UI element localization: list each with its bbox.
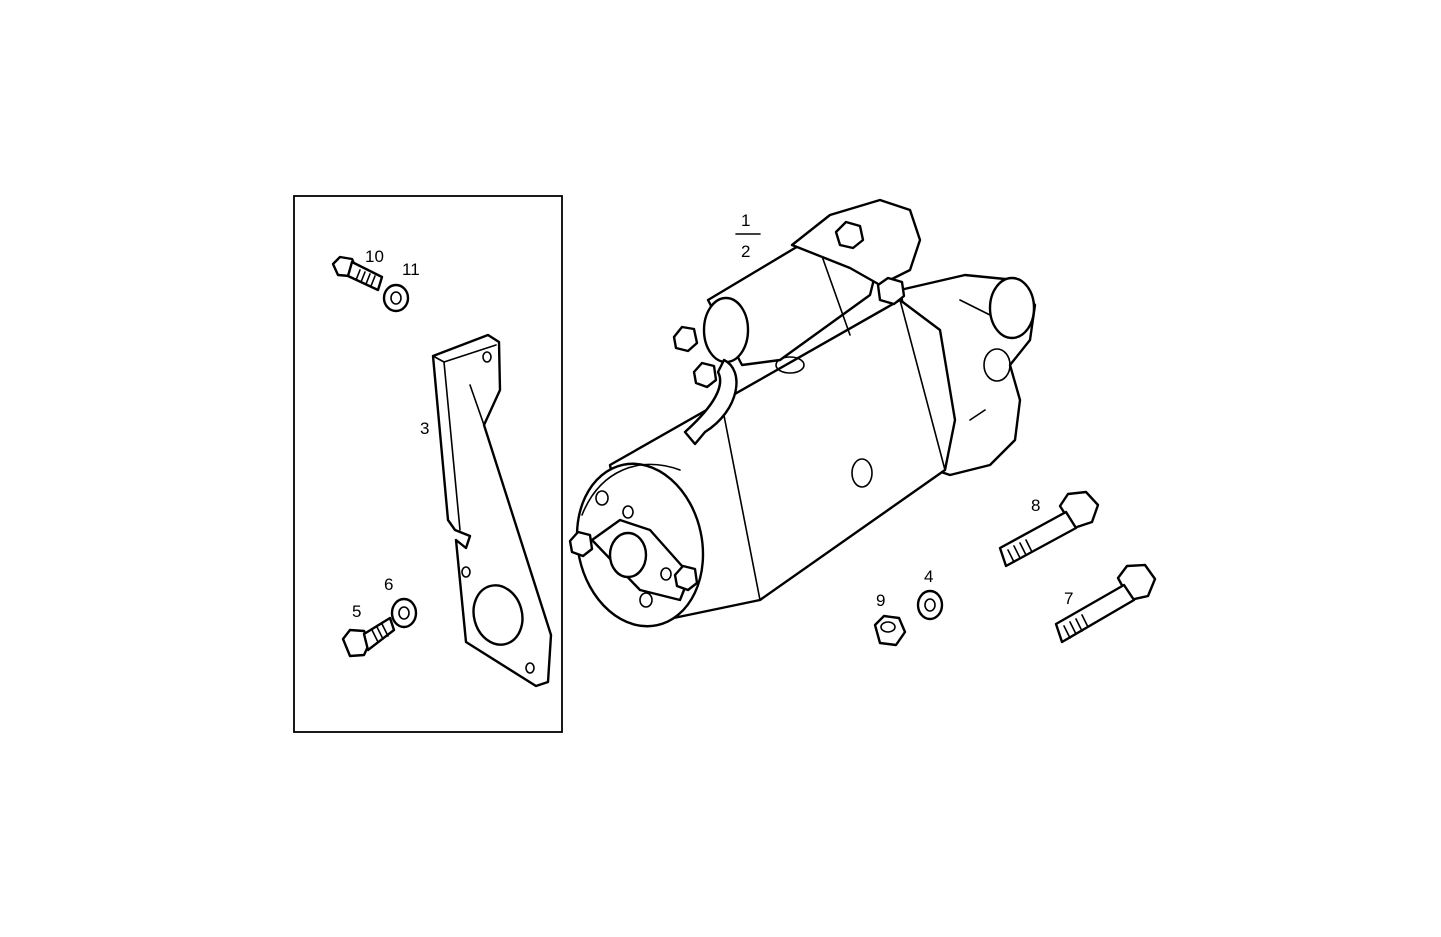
washer-part-4 [916, 589, 944, 621]
bolt-part-10 [331, 255, 384, 292]
callout-8: 8 [1031, 496, 1040, 515]
callout-7: 7 [1064, 589, 1073, 608]
nut-part-9 [873, 614, 907, 647]
bolt-part-8 [998, 490, 1100, 568]
bolt-part-5 [341, 616, 396, 658]
washer-part-11 [382, 283, 410, 313]
washer-part-6 [390, 597, 418, 629]
callout-10: 10 [365, 247, 384, 266]
callout-1: 1 [741, 211, 750, 230]
callout-9: 9 [876, 591, 885, 610]
callout-11: 11 [402, 260, 420, 279]
callout-3: 3 [420, 419, 429, 438]
starter-motor-part-1-2 [568, 198, 1037, 628]
bolt-part-7 [1054, 563, 1157, 644]
callout-4: 4 [924, 567, 933, 586]
mounting-bracket-part-3 [431, 333, 553, 688]
callout-2: 2 [741, 242, 750, 261]
bracket-kit-frame [293, 195, 563, 733]
callout-6: 6 [384, 575, 393, 594]
callout-5: 5 [352, 602, 361, 621]
